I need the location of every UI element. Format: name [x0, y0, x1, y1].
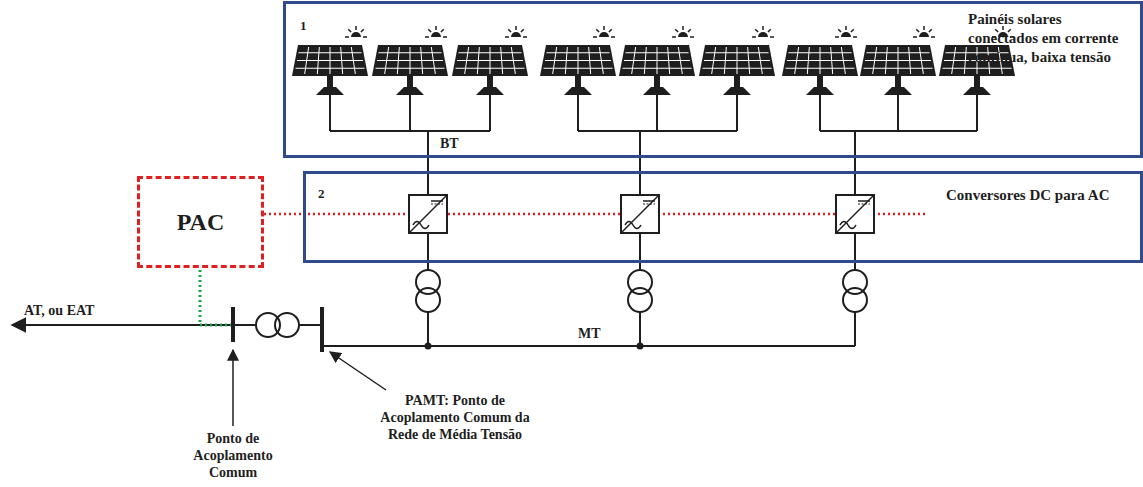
- callout-number: 2: [318, 186, 325, 203]
- wire: [427, 233, 429, 270]
- wire: [427, 131, 429, 195]
- solar-panel: [699, 45, 775, 95]
- pamt-label: PAMT: Ponto de Acoplamento Comum da Rede…: [380, 392, 530, 443]
- plant-controller-box: PAC: [137, 176, 264, 268]
- junction-dot: [425, 343, 432, 350]
- pcc-label: Ponto de Acoplamento Comum: [168, 430, 298, 481]
- converter-group-box: 2 Conversores DC para AC: [303, 171, 1143, 263]
- transformer-symbol: [843, 288, 867, 312]
- sun-icon: [913, 26, 935, 37]
- sun-icon: [752, 26, 774, 37]
- control-signal-line: [264, 213, 303, 216]
- voltage-level-label: AT, ou EAT: [24, 302, 94, 319]
- solar-panel: [860, 45, 936, 95]
- leader-arrow: [330, 352, 386, 390]
- inverter-symbol: [621, 195, 659, 233]
- wire: [427, 312, 429, 346]
- transformer-symbol: [416, 288, 440, 312]
- dc-bus: [330, 130, 490, 132]
- control-line: [303, 213, 925, 216]
- solar-panel: [452, 45, 528, 95]
- wire: [976, 95, 978, 131]
- dc-bus: [820, 130, 977, 132]
- wire: [489, 95, 491, 131]
- dc-bus: [578, 130, 737, 132]
- sun-icon: [505, 26, 527, 37]
- solar-panel: [540, 45, 616, 95]
- hv-line: [12, 324, 233, 326]
- sun-icon: [593, 26, 615, 37]
- inverter-symbol: [409, 195, 447, 233]
- wire: [233, 324, 256, 326]
- wire: [897, 95, 899, 131]
- solar-panel: [619, 45, 695, 95]
- group-description: Painéis solares conectados em corrente c…: [968, 10, 1133, 68]
- wire: [854, 312, 856, 346]
- solar-panel: [292, 45, 368, 95]
- wire: [639, 312, 641, 346]
- inverter-symbol: [836, 195, 874, 233]
- wire: [329, 95, 331, 131]
- leader-arrow: [232, 350, 234, 426]
- mt-bus: [322, 345, 855, 347]
- junction-dot: [637, 343, 644, 350]
- transformer-symbol: [256, 313, 280, 337]
- wire: [299, 324, 322, 326]
- callout-number: 1: [300, 18, 307, 35]
- wire: [736, 95, 738, 131]
- voltage-level-label: BT: [440, 135, 459, 152]
- wire: [409, 95, 411, 131]
- group-description: Conversores DC para AC: [946, 186, 1121, 205]
- sun-icon: [345, 26, 367, 37]
- wire: [854, 233, 856, 270]
- sun-icon: [425, 26, 447, 37]
- wire: [577, 95, 579, 131]
- transformer-symbol: [628, 288, 652, 312]
- solar-panel: [372, 45, 448, 95]
- wire: [639, 233, 641, 270]
- measurement-line: [200, 270, 231, 325]
- wire: [639, 131, 641, 195]
- solar-panel: [782, 45, 858, 95]
- transformer-symbol: [275, 313, 299, 337]
- voltage-level-label: MT: [578, 325, 601, 342]
- wire: [819, 95, 821, 131]
- sun-icon: [835, 26, 857, 37]
- controller-name: PAC: [177, 207, 225, 238]
- wire: [854, 131, 856, 195]
- wire: [656, 95, 658, 131]
- panel-group-box: 1 Painéis solares conectados em corrente …: [283, 1, 1143, 158]
- sun-icon: [672, 26, 694, 37]
